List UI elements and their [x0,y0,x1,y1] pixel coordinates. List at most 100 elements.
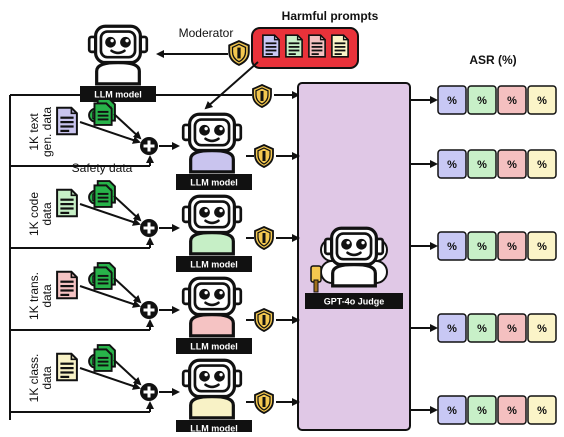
asr-row: %%%% [410,231,557,261]
dataset-label: 1K textgen. data [27,107,54,157]
asr-cell [497,313,527,343]
asr-cell [527,313,557,343]
judge-robot-icon [310,226,388,293]
asr-cell-value: % [537,95,547,107]
asr-group: %%%%%%%%%%%%%%%%%%%% [410,85,557,425]
prompt-to-model-arrow [204,61,259,110]
asr-cell [467,231,497,261]
asr-cell [527,149,557,179]
judge-label: GPT-4o Judge [324,297,385,307]
asr-cell-value: % [507,405,517,417]
asr-cell-value: % [477,241,487,253]
dataset-label-line: gen. data [40,107,54,157]
asr-cell [527,231,557,261]
merge-plus-icon [140,383,158,401]
safety-data-icon [89,181,115,207]
dataset-label-line: 1K trans. [27,272,41,320]
asr-cell [437,85,467,115]
model-label: LLM model [190,424,238,433]
dataset-doc-icon [56,270,78,300]
base-model-label: LLM model [94,90,142,100]
safety-data-icon [89,99,115,125]
safety-arrow [113,277,142,304]
asr-cell-value: % [537,159,547,171]
safety-arrow [113,195,142,222]
asr-cell-value: % [477,95,487,107]
merge-plus-icon [140,301,158,319]
model-tag [176,338,252,354]
model-tag [176,174,252,190]
dataset-arrow [79,285,141,308]
safety-data-icon [89,263,115,289]
asr-cell-value: % [447,323,457,335]
pipeline-row: 1K codedata LLM model [10,181,300,272]
asr-cell [497,231,527,261]
dataset-doc-icon [56,188,78,218]
dataset-arrow [79,121,141,144]
asr-cell-value: % [537,323,547,335]
asr-cell-value: % [477,323,487,335]
asr-title: ASR (%) [469,53,516,67]
model-label: LLM model [190,342,238,352]
dataset-label-line: 1K class. [27,354,41,403]
asr-cell [437,395,467,425]
asr-cell-value: % [537,405,547,417]
asr-row: %%%% [410,85,557,115]
safety-data-label: Safety data [72,161,133,175]
dataset-label-line: 1K code [27,192,41,236]
prompt-doc-icon [262,34,280,58]
dataset-arrow [79,203,141,226]
asr-cell [437,149,467,179]
asr-cell [497,395,527,425]
asr-cell [467,85,497,115]
shield-icon [254,226,274,250]
base-robot-icon [87,24,149,86]
asr-cell-value: % [477,159,487,171]
shield-icon [254,144,274,168]
asr-cell-value: % [507,241,517,253]
shield-icon [254,390,274,414]
dataset-label: 1K codedata [27,192,54,236]
asr-row: %%%% [410,395,557,425]
asr-cell-value: % [477,405,487,417]
dataset-label-line: data [40,202,54,226]
base-model-tag [80,86,156,102]
moderator-label: Moderator [179,26,234,40]
asr-cell [497,149,527,179]
dataset-label-line: data [40,366,54,390]
finetuned-robot-icon [181,112,243,174]
asr-cell-value: % [537,241,547,253]
asr-cell [497,85,527,115]
asr-cell-value: % [507,159,517,171]
asr-cell-value: % [447,405,457,417]
merge-plus-icon [140,219,158,237]
finetuned-robot-icon [181,276,243,338]
safety-arrow [113,359,142,386]
dataset-label-line: 1K text [27,113,41,151]
asr-row: %%%% [410,149,557,179]
dataset-arrow [79,367,141,390]
moderator-shield-icon [228,40,250,66]
judge-tag [305,293,403,309]
merge-plus-icon [140,137,158,155]
asr-cell [467,395,497,425]
model-label: LLM model [190,178,238,188]
asr-cell [527,395,557,425]
asr-cell [437,231,467,261]
harmful-prompts-title: Harmful prompts [282,9,379,23]
dataset-label-line: data [40,284,54,308]
dataset-doc-icon [56,352,78,382]
asr-cell-value: % [507,323,517,335]
asr-cell-value: % [507,95,517,107]
asr-cell [437,313,467,343]
asr-cell [467,149,497,179]
dataset-label: 1K trans.data [27,272,54,320]
shield-icon [252,84,272,108]
finetuned-robot-icon [181,194,243,256]
asr-cell [467,313,497,343]
